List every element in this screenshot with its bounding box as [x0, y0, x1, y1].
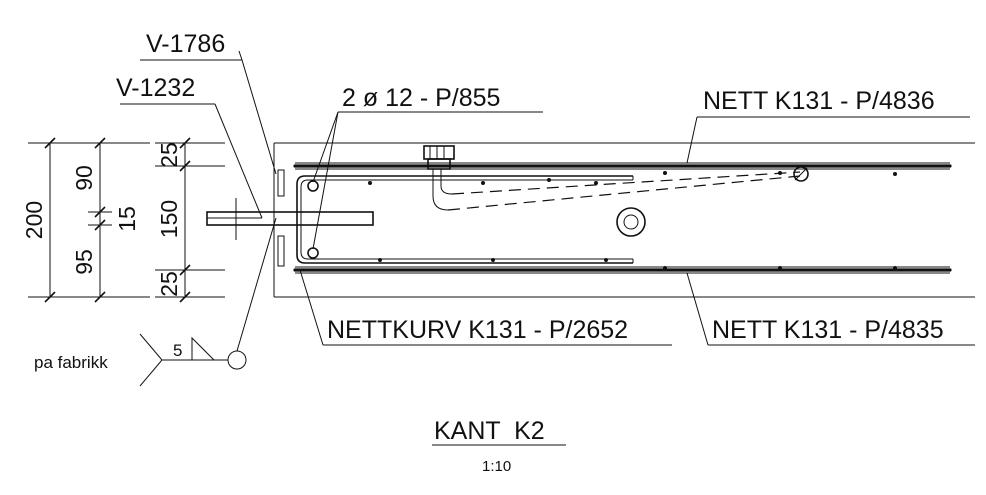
dim-cover-bottom: 25 — [156, 271, 182, 297]
drawing-title: KANT K2 — [434, 417, 545, 445]
dim-total: 200 — [21, 201, 47, 239]
leaders — [120, 50, 975, 346]
dim-cover-top: 25 — [156, 142, 182, 168]
mesh-basket — [296, 175, 634, 264]
label-rebar: 2 ø 12 - P/855 — [342, 84, 500, 112]
distribution-dots — [368, 171, 897, 270]
edge-plate — [206, 169, 374, 267]
lifting-insert — [423, 145, 809, 211]
dimension-chains — [28, 137, 225, 303]
label-v1232: V-1232 — [116, 74, 195, 102]
weld-symbol — [139, 217, 277, 387]
label-nettkurv: NETTKURV K131 - P/2652 — [327, 316, 628, 344]
dim-core: 150 — [156, 200, 182, 238]
weld-size: 5 — [173, 341, 182, 360]
label-v1786: V-1786 — [146, 30, 225, 58]
top-mesh — [293, 162, 952, 170]
drawing-scale: 1:10 — [482, 458, 511, 475]
dim-lower: 95 — [71, 249, 97, 275]
weld-note: pa fabrikk — [34, 353, 108, 372]
bottom-mesh — [293, 266, 952, 274]
label-nett-top: NETT K131 - P/4836 — [703, 87, 935, 115]
socket-insert — [616, 207, 646, 237]
dim-upper: 90 — [71, 165, 97, 191]
label-nett-bottom: NETT K131 - P/4835 — [712, 316, 944, 344]
dim-gap: 15 — [114, 206, 140, 232]
